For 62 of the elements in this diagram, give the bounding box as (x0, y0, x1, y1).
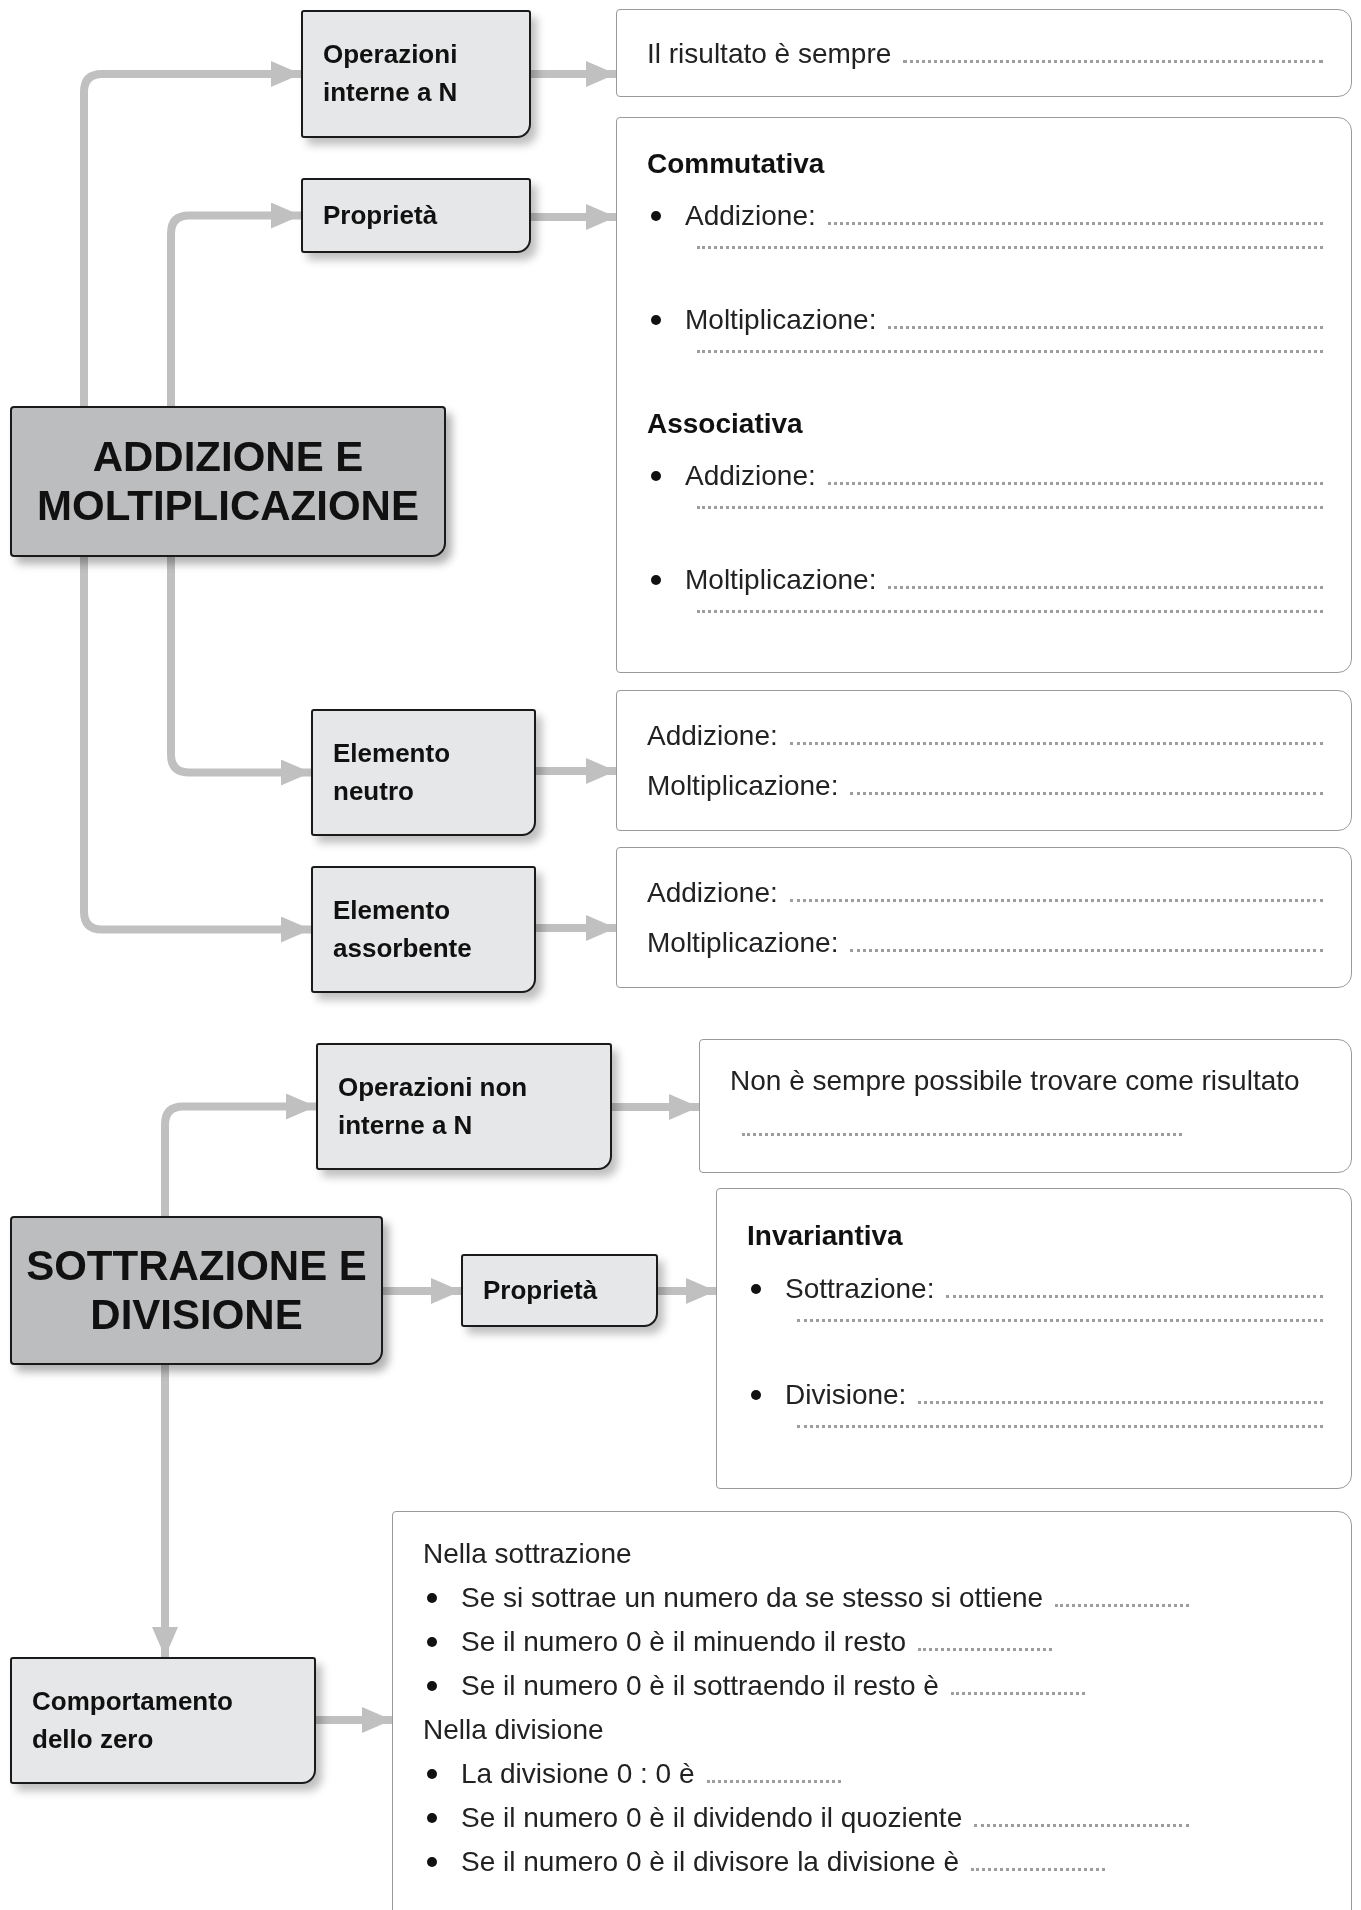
arrow (80, 61, 301, 406)
prompt-text: Moltiplicazione: (647, 926, 839, 960)
answer-panel (699, 1039, 1352, 1173)
prompt-text: Moltiplicazione: (685, 563, 877, 597)
prompt-text: Moltiplicazione: (647, 769, 839, 803)
topic-title: SOTTRAZIONE E DIVISIONE (25, 1242, 368, 1339)
prompt-text: Moltiplicazione: (685, 303, 877, 337)
prompt-text: Addizione: (647, 719, 778, 753)
arrow (80, 557, 311, 943)
answer-panel (616, 9, 1352, 97)
prompt-text: Addizione: (685, 459, 816, 493)
concept-box (316, 1043, 612, 1170)
prompt-text: Se il numero 0 è il minuendo il resto (461, 1625, 907, 1659)
arrow (536, 758, 616, 784)
section-heading: Invariantiva (747, 1219, 903, 1253)
prompt-text: Divisione: (785, 1378, 907, 1412)
concept-box (311, 866, 536, 993)
topic-box (10, 1216, 383, 1365)
prompt-text: Addizione: (647, 876, 778, 910)
concept-box (461, 1254, 658, 1327)
answer-panel (616, 117, 1352, 673)
prompt-text: Il risultato è sempre (647, 37, 892, 71)
arrow (161, 1093, 316, 1216)
prompt-text: Se il numero 0 è il dividendo il quoziente (461, 1801, 963, 1835)
arrow (316, 1707, 392, 1733)
section-heading: Associativa (647, 407, 803, 441)
arrow (152, 1365, 178, 1657)
answer-panel (392, 1511, 1352, 1910)
concept-box (301, 10, 531, 138)
answer-panel (716, 1188, 1352, 1489)
concept-box (10, 1657, 316, 1784)
prompt-text: Nella sottrazione (423, 1537, 632, 1571)
topic-title: ADDIZIONE E MOLTIPLICAZIONE (36, 433, 420, 530)
prompt-text: Non è sempre possibile trovare come risultato (730, 1065, 1300, 1096)
concept-title: Comportamento dello zero (32, 1684, 234, 1756)
arrow (536, 915, 616, 941)
concept-box (311, 709, 536, 836)
answer-panel (616, 847, 1352, 988)
prompt-text: Addizione: (685, 199, 816, 233)
prompt-text: Se il numero 0 è il sottraendo il resto è (461, 1669, 939, 1703)
prompt-text: Se il numero 0 è il divisore la divisione è (461, 1845, 960, 1879)
concept-box (301, 178, 531, 253)
answer-panel (616, 690, 1352, 831)
arrow (167, 557, 311, 786)
arrow (167, 202, 301, 406)
concept-title: Elemento assorbente (333, 893, 473, 965)
prompt-text: Nella divisione (423, 1713, 604, 1747)
concept-title: Operazioni non interne a N (338, 1070, 529, 1142)
prompt-text: Sottrazione: (785, 1272, 935, 1306)
prompt-text: La divisione 0 : 0 è (461, 1757, 695, 1791)
arrow (383, 1278, 461, 1304)
arrow (658, 1278, 716, 1304)
section-heading: Commutativa (647, 147, 825, 181)
concept-title: Proprietà (323, 198, 438, 232)
arrow (612, 1094, 699, 1120)
prompt-text: Se si sottrae un numero da se stesso si ottiene (461, 1581, 1044, 1615)
arrow (531, 61, 616, 87)
concept-title: Elemento neutro (333, 736, 452, 808)
arrow (531, 204, 616, 230)
topic-box (10, 406, 446, 557)
concept-title: Proprietà (483, 1273, 598, 1307)
concept-title: Operazioni interne a N (323, 38, 459, 109)
